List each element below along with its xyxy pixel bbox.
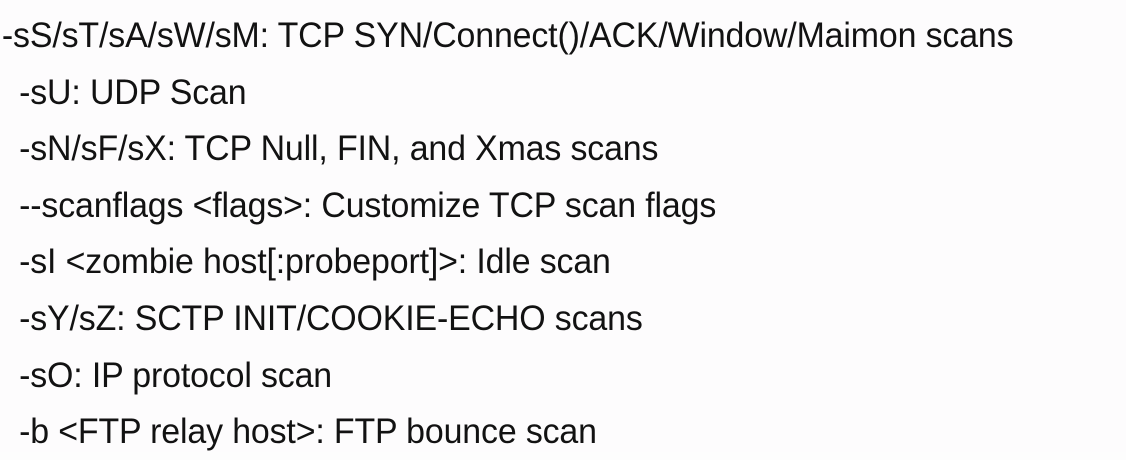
- list-item: -sY/sZ: SCTP INIT/COOKIE-ECHO scans: [0, 290, 1126, 347]
- scan-option-sctp-init-cookie-echo: -sY/sZ: SCTP INIT/COOKIE-ECHO scans: [19, 297, 643, 338]
- scan-option-tcp-syn-connect-ack-window-maimon: -sS/sT/sA/sW/sM: TCP SYN/Connect()/ACK/W…: [1, 15, 1014, 55]
- list-item: --scanflags <flags>: Customize TCP scan …: [0, 177, 1126, 234]
- list-item: -sN/sF/sX: TCP Null, FIN, and Xmas scans: [0, 120, 1126, 177]
- list-item: -b <FTP relay host>: FTP bounce scan: [0, 403, 1126, 460]
- scan-option-idle-scan: -sI <zombie host[:probeport]>: Idle scan: [19, 241, 611, 282]
- list-item: -sU: UDP Scan: [0, 64, 1126, 121]
- scan-option-tcp-null-fin-xmas: -sN/sF/sX: TCP Null, FIN, and Xmas scans: [19, 128, 659, 169]
- scan-option-udp-scan: -sU: UDP Scan: [19, 71, 247, 112]
- scan-option-ftp-bounce-scan: -b <FTP relay host>: FTP bounce scan: [19, 411, 597, 452]
- scan-option-ip-protocol-scan: -sO: IP protocol scan: [19, 354, 333, 395]
- list-item: -sI <zombie host[:probeport]>: Idle scan: [0, 233, 1126, 290]
- list-item: -sS/sT/sA/sW/sM: TCP SYN/Connect()/ACK/W…: [0, 7, 1126, 64]
- scan-option-scanflags: --scanflags <flags>: Customize TCP scan …: [19, 184, 717, 225]
- list-item: -sO: IP protocol scan: [0, 347, 1126, 404]
